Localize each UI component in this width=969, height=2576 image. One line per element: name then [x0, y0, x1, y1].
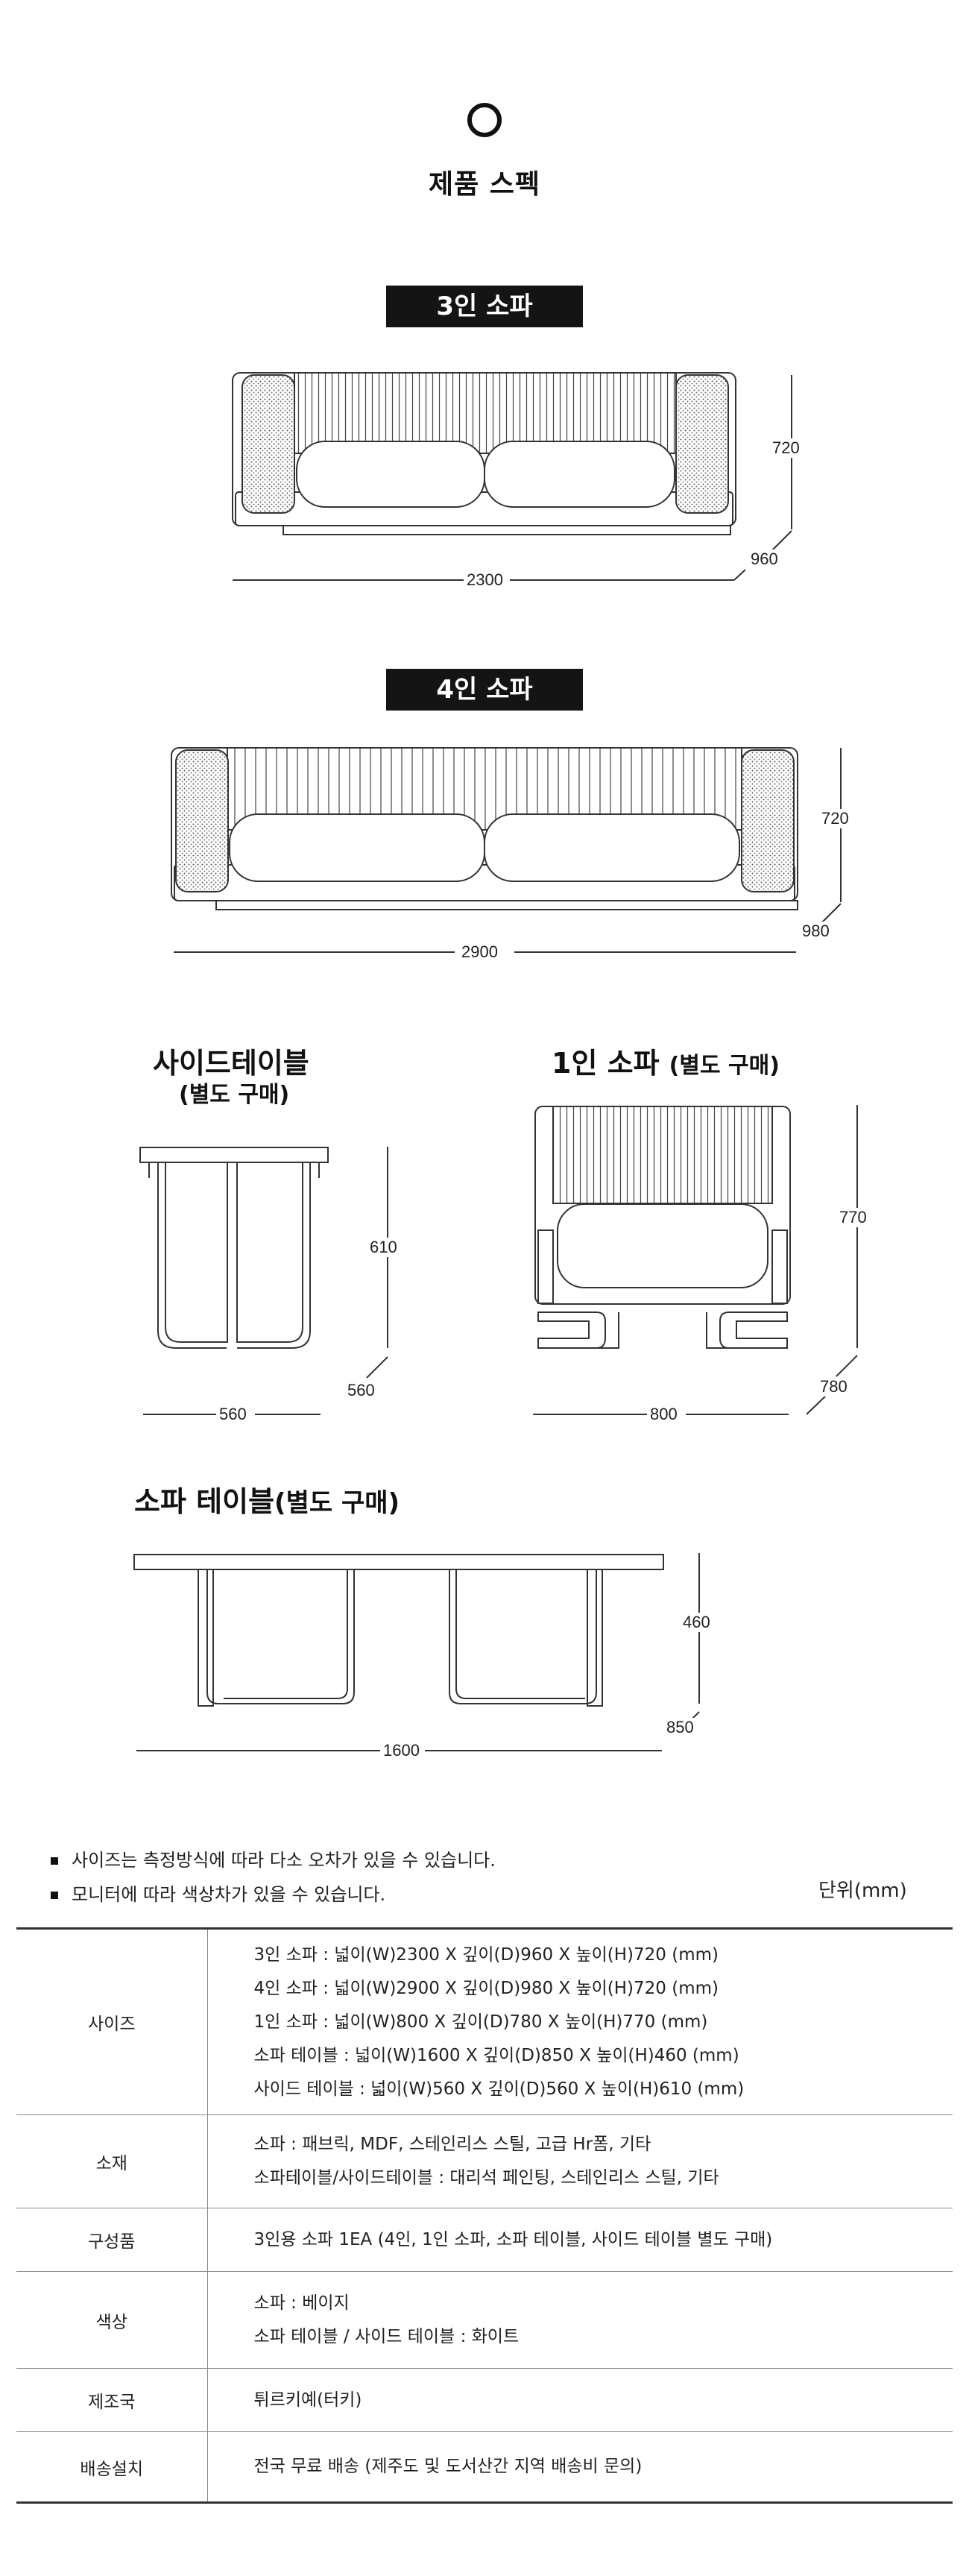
bullet-icon [51, 1857, 58, 1865]
row-header: 배송설치 [16, 2431, 208, 2504]
note-text: 사이즈는 측정방식에 따라 다소 오차가 있을 수 있습니다. [72, 1850, 496, 1871]
row-value: 3인용 소파 1EA (4인, 1인 소파, 소파 테이블, 사이드 테이블 별… [207, 2208, 953, 2272]
table-row: 제조국 튀르키예(터키) [16, 2368, 953, 2432]
side-table-width: 560 [216, 1405, 250, 1424]
sofa-table-depth: 850 [663, 1718, 697, 1737]
side-table-title: 사이드테이블 [153, 1047, 309, 1080]
table-row: 배송설치 전국 무료 배송 (제주도 및 도서산간 지역 배송비 문의) [16, 2431, 953, 2504]
sofa4-depth: 980 [799, 922, 833, 941]
sofa3-drawing [232, 372, 792, 581]
sofa-table-width: 1600 [380, 1741, 423, 1760]
circle-icon [467, 103, 502, 137]
row-line: 소파 : 패브릭, MDF, 스테인리스 스틸, 고급 Hr폼, 기타 [253, 2135, 651, 2154]
row-line: 소파 테이블 : 넓이(W)1600 X 깊이(D)850 X 높이(H)460… [253, 2045, 739, 2065]
row-header: 소재 [16, 2114, 208, 2208]
sofa-table-title: 소파 테이블 [134, 1485, 275, 1518]
sofa1-subtitle: (별도 구매) [669, 1053, 780, 1079]
sofa4-height: 720 [818, 809, 852, 828]
side-table-height: 610 [367, 1238, 400, 1257]
sofa3-height: 720 [769, 438, 803, 458]
row-header: 사이즈 [16, 1927, 208, 2115]
row-value: 튀르키예(터키) [207, 2368, 953, 2432]
table-row: 색상 소파 : 베이지 소파 테이블 / 사이드 테이블 : 화이트 [16, 2271, 953, 2369]
row-header: 제조국 [16, 2368, 208, 2432]
row-line: 소파 테이블 / 사이드 테이블 : 화이트 [253, 2326, 520, 2346]
sofa4-label: 4인 소파 [386, 669, 583, 711]
row-line: 튀르키예(터키) [253, 2390, 362, 2410]
row-value: 3인 소파 : 넓이(W)2300 X 깊이(D)960 X 높이(H)720 … [207, 1927, 953, 2115]
note-item: 사이즈는 측정방식에 따라 다소 오차가 있을 수 있습니다. [51, 1845, 496, 1871]
sofa4-drawing [171, 747, 842, 953]
note-item: 모니터에 따라 색상차가 있을 수 있습니다. [51, 1880, 385, 1906]
row-line: 소파 : 베이지 [253, 2293, 350, 2313]
unit-label: 단위(mm) [818, 1880, 907, 1902]
sofa-table-drawing [133, 1553, 700, 1751]
row-value: 소파 : 패브릭, MDF, 스테인리스 스틸, 고급 Hr폼, 기타 소파테이… [207, 2114, 953, 2208]
row-header: 색상 [16, 2271, 208, 2369]
table-row: 소재 소파 : 패브릭, MDF, 스테인리스 스틸, 고급 Hr폼, 기타 소… [16, 2114, 953, 2208]
row-line: 4인 소파 : 넓이(W)2900 X 깊이(D)980 X 높이(H)720 … [253, 1978, 719, 1998]
sofa-table-subtitle: (별도 구매) [274, 1488, 400, 1518]
sofa1-drawing [533, 1105, 858, 1415]
row-line: 사이드 테이블 : 넓이(W)560 X 깊이(D)560 X 높이(H)610… [253, 2079, 745, 2099]
table-row: 사이즈 3인 소파 : 넓이(W)2300 X 깊이(D)960 X 높이(H)… [16, 1927, 953, 2115]
sofa3-label: 3인 소파 [386, 286, 583, 327]
row-header: 구성품 [16, 2208, 208, 2272]
page-title: 제품 스펙 [428, 169, 540, 200]
sofa3-width: 2300 [464, 570, 506, 590]
row-line: 1인 소파 : 넓이(W)800 X 깊이(D)780 X 높이(H)770 (… [253, 2012, 708, 2032]
side-table-depth: 560 [344, 1381, 378, 1400]
sofa1-height: 770 [836, 1208, 870, 1227]
row-value: 전국 무료 배송 (제주도 및 도서산간 지역 배송비 문의) [207, 2431, 953, 2504]
sofa1-heading: 1인 소파 (별도 구매) [552, 1040, 780, 1081]
sofa1-depth: 780 [817, 1377, 850, 1396]
sofa4-width: 2900 [458, 942, 501, 962]
sofa-table-heading: 소파 테이블(별도 구매) [134, 1478, 400, 1520]
sofa3-depth: 960 [748, 549, 781, 569]
sofa1-title: 1인 소파 [552, 1047, 660, 1080]
sofa1-width: 800 [647, 1405, 681, 1424]
table-row: 구성품 3인용 소파 1EA (4인, 1인 소파, 소파 테이블, 사이드 테… [16, 2208, 953, 2272]
row-line: 소파테이블/사이드테이블 : 대리석 페인팅, 스테인리스 스틸, 기타 [253, 2168, 719, 2188]
sofa-table-height: 460 [680, 1613, 713, 1632]
spec-table: 사이즈 3인 소파 : 넓이(W)2300 X 깊이(D)960 X 높이(H)… [16, 1927, 953, 2504]
row-line: 3인용 소파 1EA (4인, 1인 소파, 소파 테이블, 사이드 테이블 별… [253, 2229, 773, 2249]
side-table-subtitle: (별도 구매) [179, 1082, 290, 1108]
bullet-icon [51, 1892, 58, 1899]
row-value: 소파 : 베이지 소파 테이블 / 사이드 테이블 : 화이트 [207, 2271, 953, 2369]
row-line: 전국 무료 배송 (제주도 및 도서산간 지역 배송비 문의) [253, 2457, 643, 2476]
note-text: 모니터에 따라 색상차가 있을 수 있습니다. [72, 1884, 386, 1905]
row-line: 3인 소파 : 넓이(W)2300 X 깊이(D)960 X 높이(H)720 … [253, 1944, 719, 1965]
